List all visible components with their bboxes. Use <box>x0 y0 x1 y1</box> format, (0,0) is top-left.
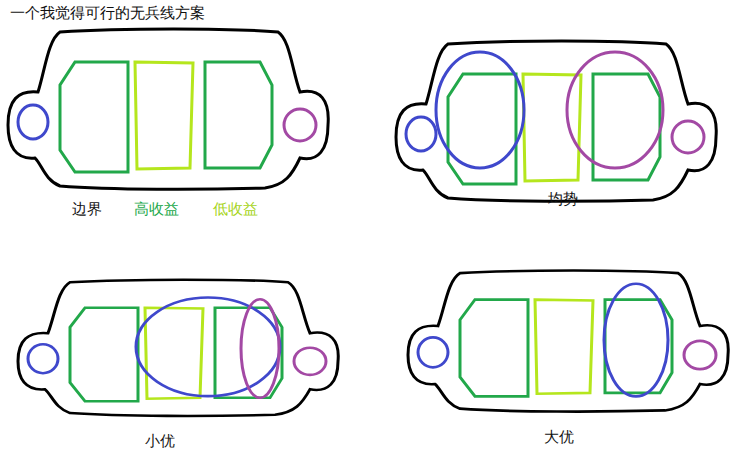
map-label: 低收益 <box>213 200 258 218</box>
map-label: 边界 <box>72 200 102 218</box>
map-4 <box>408 271 728 412</box>
map-label: 高收益 <box>134 200 179 218</box>
diagram-title: 一个我觉得可行的无兵线方案 <box>10 4 205 22</box>
map-2 <box>396 41 716 201</box>
map-label: 均势 <box>548 190 578 208</box>
map-label: 大优 <box>544 428 574 446</box>
map-label: 小优 <box>145 432 175 450</box>
map-1 <box>8 29 328 189</box>
map-3 <box>18 280 338 416</box>
